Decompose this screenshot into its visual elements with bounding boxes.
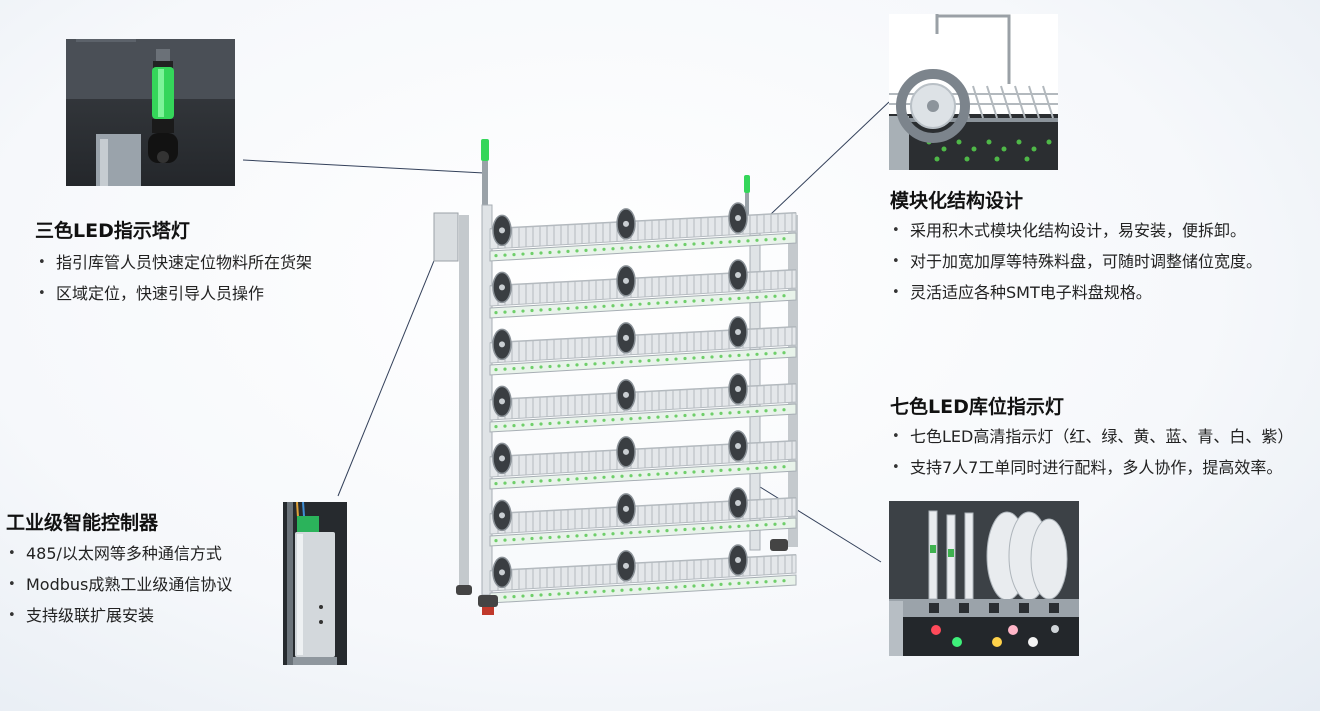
modular-title: 模块化结构设计 [890, 190, 1024, 212]
tower-light-bullet: 指引库管人员快速定位物料所在货架 [34, 252, 312, 283]
led-green [952, 637, 962, 647]
rack-led-strip [489, 346, 797, 376]
seven-color-bullet: 七色LED高清指示灯（红、绿、黄、蓝、青、白、紫） [888, 426, 1293, 457]
tower-light-photo [66, 39, 235, 186]
led-red [931, 625, 941, 635]
modular-structure-photo [889, 14, 1058, 170]
rack-led-strip [489, 289, 797, 319]
controller-title: 工业级智能控制器 [6, 512, 159, 534]
leader-line-modular [751, 101, 890, 233]
modular-bullet: 对于加宽加厚等特殊料盘，可随时调整储位宽度。 [888, 251, 1262, 282]
leader-line-tower-light [242, 159, 485, 174]
tower-light-bullets: 指引库管人员快速定位物料所在货架 区域定位，快速引导人员操作 [34, 252, 312, 314]
controller-photo [283, 502, 347, 665]
seven-color-title: 七色LED库位指示灯 [890, 396, 1064, 418]
seven-color-bullets: 七色LED高清指示灯（红、绿、黄、蓝、青、白、紫） 支持7人7工单同时进行配料，… [888, 426, 1293, 488]
seven-color-led-photo [889, 501, 1079, 656]
rack-led-strip [489, 403, 797, 433]
tower-light-bullet: 区域定位，快速引导人员操作 [34, 283, 312, 314]
leader-line-controller [337, 245, 441, 497]
rack-shelf-tray [489, 212, 797, 250]
led-pink [1008, 625, 1018, 635]
controller-bullet: 485/以太网等多种通信方式 [4, 543, 232, 574]
controller-bullets: 485/以太网等多种通信方式 Modbus成熟工业级通信协议 支持级联扩展安装 [4, 543, 232, 636]
rack-shelf-tray [489, 554, 797, 592]
controller-bullet: 支持级联扩展安装 [4, 605, 232, 636]
rack-led-strip [489, 232, 797, 262]
rack-led-strip [489, 517, 797, 547]
rack-controller-box [433, 212, 459, 262]
modular-bullets: 采用积木式模块化结构设计，易安装，便拆卸。 对于加宽加厚等特殊料盘，可随时调整储… [888, 220, 1262, 313]
led-white [1028, 637, 1038, 647]
modular-bullet: 灵活适应各种SMT电子料盘规格。 [888, 282, 1262, 313]
tower-light-green-left [481, 139, 489, 161]
tower-light-green-right [744, 175, 750, 193]
modular-bullet: 采用积木式模块化结构设计，易安装，便拆卸。 [888, 220, 1262, 251]
led-yellow [992, 637, 1002, 647]
smart-rack-illustration [433, 139, 798, 615]
seven-color-bullet: 支持7人7工单同时进行配料，多人协作，提高效率。 [888, 457, 1293, 488]
controller-bullet: Modbus成熟工业级通信协议 [4, 574, 232, 605]
leader-line-seven-color [751, 481, 882, 563]
tower-light-title: 三色LED指示塔灯 [35, 220, 190, 242]
rack-led-strip [489, 460, 797, 490]
